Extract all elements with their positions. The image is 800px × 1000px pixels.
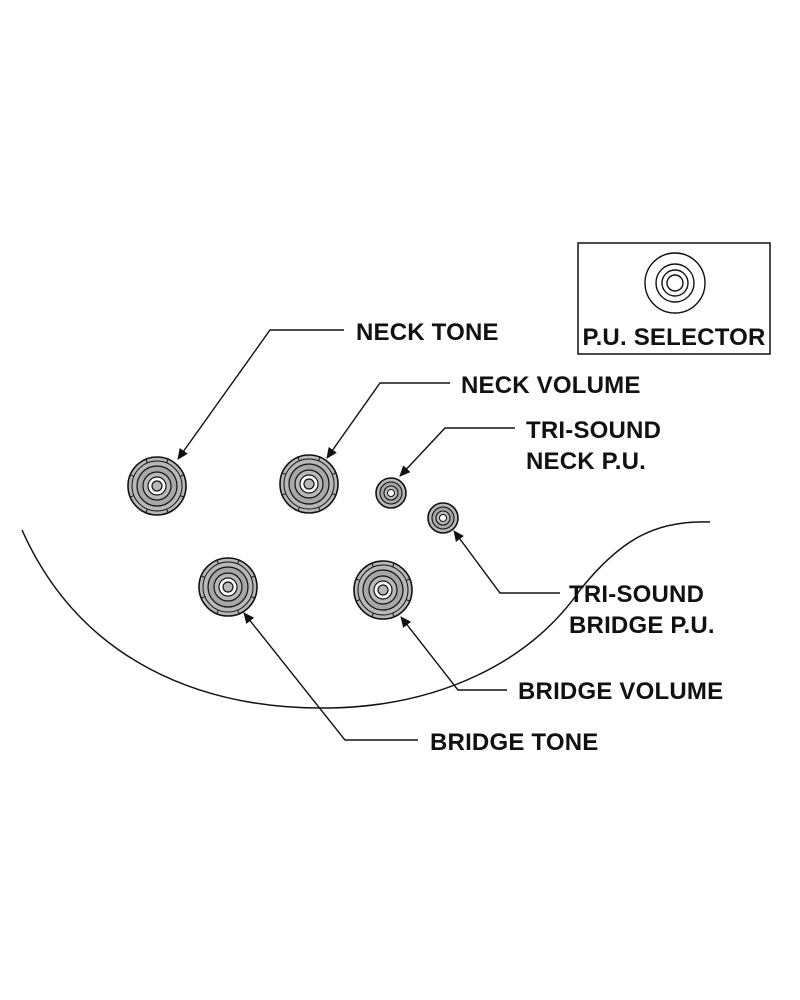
bridge-volume-leader bbox=[400, 616, 507, 691]
tri-sound-bridge-label-line2: BRIDGE P.U. bbox=[569, 612, 715, 639]
pu-selector-label: P.U. SELECTOR bbox=[582, 324, 765, 351]
neck-volume-leader bbox=[326, 382, 450, 459]
tri-sound-bridge-switch-icon[interactable] bbox=[427, 502, 459, 534]
pu-selector-panel: P.U. SELECTOR bbox=[577, 242, 771, 355]
tri-sound-bridge-leader bbox=[453, 530, 560, 594]
tri-sound-neck-label-line2: NECK P.U. bbox=[526, 448, 646, 475]
neck-volume-label: NECK VOLUME bbox=[461, 372, 641, 399]
neck-tone-label: NECK TONE bbox=[356, 319, 499, 346]
tri-sound-neck-leader bbox=[399, 427, 515, 477]
tri-sound-neck-label-line1: TRI-SOUND bbox=[526, 417, 661, 444]
selector-switch-icon bbox=[644, 252, 706, 314]
tri-sound-bridge-label-line1: TRI-SOUND bbox=[569, 581, 704, 608]
neck-volume-knob-icon[interactable] bbox=[279, 454, 339, 514]
guitar-body-outline bbox=[21, 521, 711, 709]
bridge-tone-label: BRIDGE TONE bbox=[430, 729, 598, 756]
bridge-tone-leader bbox=[243, 612, 418, 741]
bridge-tone-knob-icon[interactable] bbox=[198, 557, 258, 617]
tri-sound-neck-switch-icon[interactable] bbox=[375, 477, 407, 509]
bridge-volume-label: BRIDGE VOLUME bbox=[518, 678, 723, 705]
neck-tone-knob-icon[interactable] bbox=[127, 456, 187, 516]
neck-tone-leader bbox=[177, 329, 344, 460]
bridge-volume-knob-icon[interactable] bbox=[353, 560, 413, 620]
